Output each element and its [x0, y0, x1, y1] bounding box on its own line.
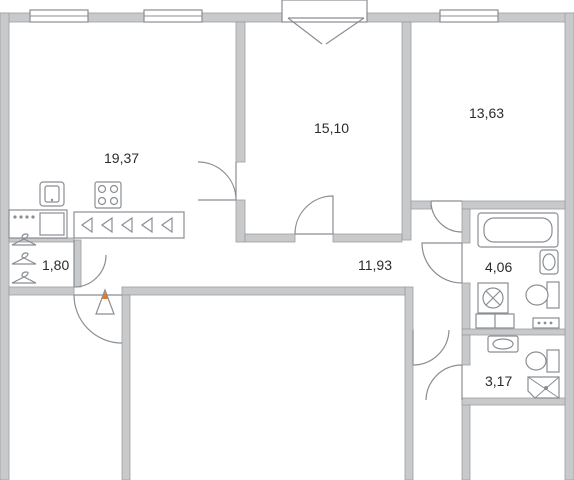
shower-tray-icon — [527, 376, 560, 399]
washbasin-icon — [539, 249, 559, 275]
washing-machine-icon — [477, 282, 509, 314]
kitchen-fixtures — [8, 181, 122, 239]
room-area-living-kitchen: 19,37 — [104, 150, 139, 166]
washbasin-icon — [487, 335, 519, 353]
hanger-icon — [80, 216, 173, 234]
room-area-hallway: 11,93 — [358, 257, 392, 273]
bathtub-icon — [477, 212, 559, 248]
wardrobe-hangers — [11, 233, 37, 284]
stove-icon — [94, 181, 122, 209]
shower-room-fixtures — [487, 335, 560, 399]
room-area-shower-room: 3,17 — [485, 373, 512, 389]
toilet-icon — [525, 349, 560, 373]
hanger-rail — [73, 211, 185, 239]
room-labels: 19,37 15,10 13,63 1,80 11,93 4,06 3,17 — [42, 105, 512, 389]
windows — [29, 9, 499, 23]
room-area-wardrobe: 1,80 — [42, 257, 69, 273]
kitchen-counter — [8, 209, 68, 239]
warning-triangle-icon — [95, 288, 115, 315]
room-area-bedroom-middle: 15,10 — [314, 120, 349, 136]
doors — [73, 161, 463, 401]
kitchen-sink-icon — [39, 181, 65, 207]
hanger-icon — [11, 233, 37, 284]
room-area-bathroom: 4,06 — [485, 259, 512, 275]
bathroom-fixtures — [475, 212, 560, 329]
room-area-bedroom-right: 13,63 — [469, 105, 504, 121]
toilet-icon — [525, 281, 560, 309]
balcony-door — [281, 0, 368, 45]
